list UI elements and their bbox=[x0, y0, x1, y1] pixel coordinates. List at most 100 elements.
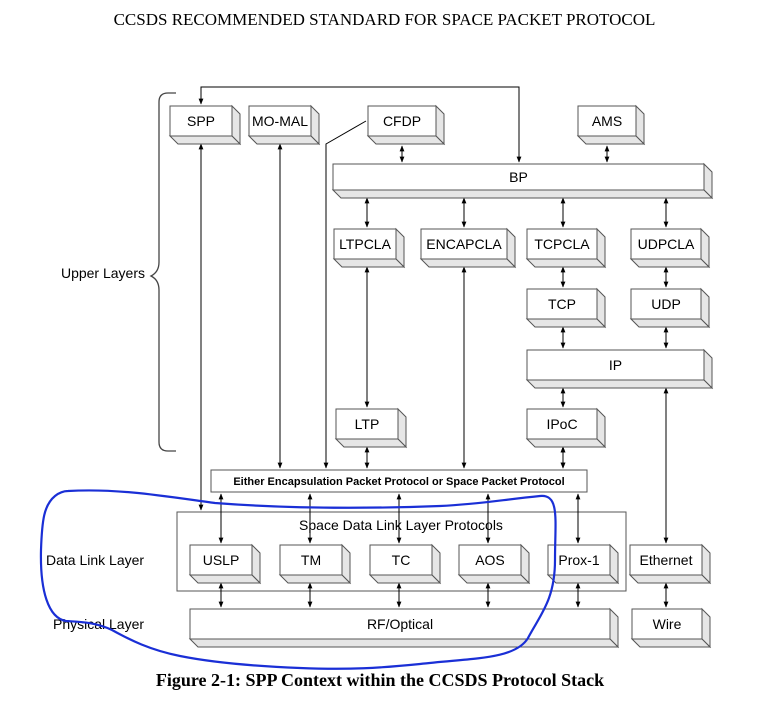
box-ipoc[interactable]: IPoC bbox=[525, 407, 607, 449]
box-wire[interactable]: Wire bbox=[630, 607, 712, 649]
box-tc[interactable]: TC bbox=[368, 543, 442, 585]
box-face bbox=[526, 349, 705, 381]
box-bottom-shade bbox=[168, 135, 242, 145]
box-label: LTPCLA bbox=[339, 236, 392, 252]
box-ltp[interactable]: LTP bbox=[334, 407, 408, 449]
box-face bbox=[369, 544, 433, 576]
box-face bbox=[547, 544, 611, 576]
box-label: RF/Optical bbox=[367, 616, 433, 632]
box-face bbox=[629, 544, 703, 576]
box-tcp[interactable]: TCP bbox=[525, 287, 607, 329]
box-face bbox=[279, 544, 343, 576]
box-bottom-shade bbox=[419, 258, 517, 268]
box-label: Prox-1 bbox=[558, 552, 599, 568]
box-bottom-shade bbox=[576, 135, 646, 145]
box-label: USLP bbox=[203, 552, 240, 568]
box-face bbox=[189, 608, 611, 640]
box-bottom-shade bbox=[332, 258, 406, 268]
box-label: TCP bbox=[548, 296, 576, 312]
box-label: TC bbox=[392, 552, 411, 568]
box-face bbox=[333, 228, 397, 260]
protocol-boxes: SPP MO-MAL CFDP AMS BP LTPCLA ENCAPCLA TCPCLA UD… bbox=[168, 104, 714, 649]
box-spp[interactable]: SPP bbox=[168, 104, 242, 146]
box-face bbox=[169, 105, 233, 137]
box-uslp[interactable]: USLP bbox=[188, 543, 262, 585]
box-bottom-shade bbox=[331, 189, 714, 199]
box-label: LTP bbox=[355, 416, 380, 432]
box-label: SPP bbox=[187, 113, 215, 129]
box-bottom-shade bbox=[525, 379, 714, 389]
box-label: BP bbox=[509, 169, 528, 185]
encapsulation-label: Either Encapsulation Packet Protocol or … bbox=[233, 476, 564, 488]
connector-cfdp-encapsulation bbox=[323, 120, 367, 469]
upper-layers-label: Upper Layers bbox=[61, 265, 145, 281]
box-label: MO-MAL bbox=[252, 113, 308, 129]
box-bottom-shade bbox=[247, 135, 321, 145]
box-face bbox=[526, 288, 598, 320]
box-bottom-shade bbox=[334, 438, 408, 448]
box-bottom-shade bbox=[188, 574, 262, 584]
box-face bbox=[189, 544, 253, 576]
box-face bbox=[332, 163, 705, 191]
box-label: UDP bbox=[651, 296, 681, 312]
box-label: Ethernet bbox=[640, 552, 693, 568]
document-header: CCSDS RECOMMENDED STANDARD FOR SPACE PAC… bbox=[113, 10, 656, 29]
box-label: AMS bbox=[592, 113, 622, 129]
box-bottom-shade bbox=[457, 574, 531, 584]
box-bottom-shade bbox=[628, 574, 712, 584]
box-bottom-shade bbox=[366, 135, 446, 145]
box-face bbox=[630, 288, 702, 320]
box-label: ENCAPCLA bbox=[426, 236, 502, 252]
box-bottom-shade bbox=[546, 574, 620, 584]
box-tm[interactable]: TM bbox=[278, 543, 352, 585]
box-ams[interactable]: AMS bbox=[576, 104, 646, 146]
box-cfdp[interactable]: CFDP bbox=[366, 104, 446, 146]
box-face bbox=[367, 105, 437, 137]
box-bottom-shade bbox=[629, 318, 711, 328]
box-rfoptical[interactable]: RF/Optical bbox=[188, 607, 620, 649]
box-bottom-shade bbox=[188, 638, 620, 648]
box-label: TCPCLA bbox=[534, 236, 590, 252]
box-face bbox=[335, 408, 399, 440]
box-label: AOS bbox=[475, 552, 505, 568]
box-bottom-shade bbox=[525, 258, 607, 268]
box-label: CFDP bbox=[383, 113, 421, 129]
space-data-link-group-label: Space Data Link Layer Protocols bbox=[299, 517, 503, 533]
box-face bbox=[577, 105, 637, 137]
box-ethernet[interactable]: Ethernet bbox=[628, 543, 712, 585]
upper-layers-brace bbox=[149, 92, 176, 452]
box-bottom-shade bbox=[525, 318, 607, 328]
box-bottom-shade bbox=[525, 438, 607, 448]
box-udpcla[interactable]: UDPCLA bbox=[629, 227, 711, 269]
box-label: Wire bbox=[653, 616, 682, 632]
box-bottom-shade bbox=[630, 638, 712, 648]
connectors bbox=[198, 86, 669, 608]
box-ip[interactable]: IP bbox=[525, 348, 714, 390]
box-encapcla[interactable]: ENCAPCLA bbox=[419, 227, 517, 269]
hand-drawn-annotation-loop bbox=[39, 489, 557, 670]
box-face bbox=[420, 228, 508, 260]
box-aos[interactable]: AOS bbox=[457, 543, 531, 585]
box-udp[interactable]: UDP bbox=[629, 287, 711, 329]
box-momal[interactable]: MO-MAL bbox=[247, 104, 321, 146]
box-label: UDPCLA bbox=[638, 236, 695, 252]
data-link-layer-label: Data Link Layer bbox=[46, 552, 144, 568]
box-face bbox=[630, 228, 702, 260]
box-bottom-shade bbox=[629, 258, 711, 268]
box-bp[interactable]: BP bbox=[331, 162, 714, 200]
figure-caption: Figure 2-1: SPP Context within the CCSDS… bbox=[155, 670, 605, 690]
box-ltpcla[interactable]: LTPCLA bbox=[332, 227, 406, 269]
box-face bbox=[458, 544, 522, 576]
box-tcpcla[interactable]: TCPCLA bbox=[525, 227, 607, 269]
box-prox1[interactable]: Prox-1 bbox=[546, 543, 620, 585]
box-label: IPoC bbox=[546, 416, 577, 432]
box-label: TM bbox=[301, 552, 321, 568]
space-data-link-group bbox=[176, 511, 627, 592]
box-label: IP bbox=[609, 357, 622, 373]
encapsulation-bar[interactable] bbox=[210, 469, 588, 493]
box-bottom-shade bbox=[368, 574, 442, 584]
box-bottom-shade bbox=[278, 574, 352, 584]
box-face bbox=[526, 228, 598, 260]
box-face bbox=[248, 105, 312, 137]
